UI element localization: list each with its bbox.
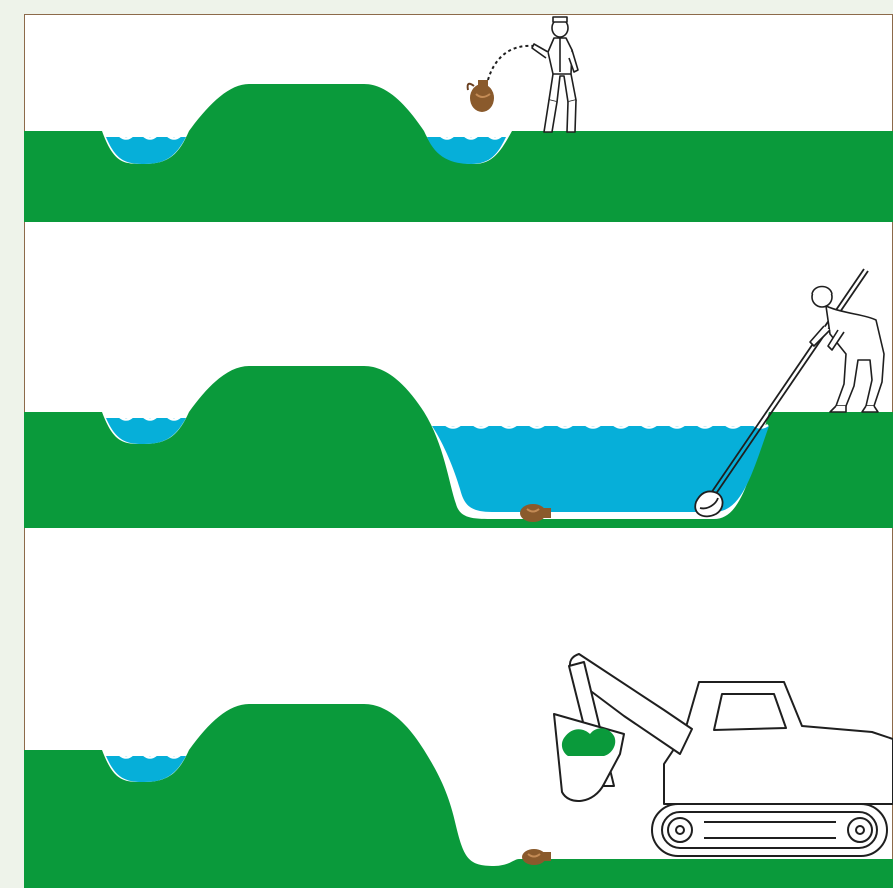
panel-1 (24, 17, 893, 222)
figure-frame (24, 14, 893, 888)
panel-3 (24, 654, 893, 888)
pot-icon (468, 80, 494, 112)
person-with-pole-icon (810, 287, 884, 413)
person-throwing-icon (532, 17, 578, 132)
excavator-icon (554, 654, 893, 856)
panel-2 (24, 269, 893, 528)
throw-trajectory (488, 46, 534, 80)
moat-diagram (24, 14, 893, 888)
